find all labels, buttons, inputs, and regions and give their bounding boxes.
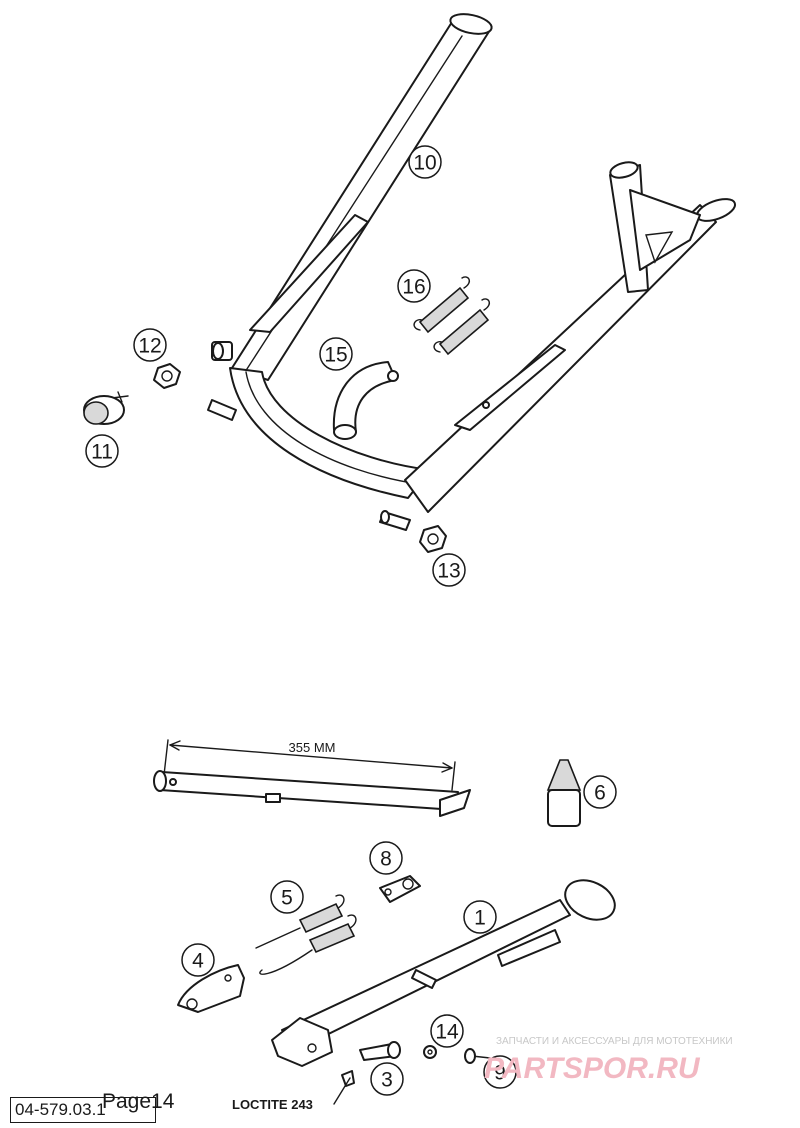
watermark-logo: PARTSPOR.RU: [484, 1052, 701, 1085]
springs-5: [255, 894, 357, 975]
bracket-4: [177, 964, 245, 1013]
center-stand-assembly: [207, 13, 737, 531]
bracket-15: [332, 361, 399, 440]
watermark-tagline: ЗАПЧАСТИ И АКСЕССУАРЫ ДЛЯ МОТОТЕХНИКИ: [496, 1036, 733, 1047]
callout-13: 13: [432, 553, 466, 587]
callout-8: 8: [369, 841, 403, 875]
svg-text:13: 13: [437, 560, 460, 583]
callout-5: 5: [270, 880, 304, 914]
svg-text:6: 6: [594, 782, 606, 805]
callout-4: 4: [181, 943, 215, 977]
plate-8: [379, 875, 421, 903]
svg-text:8: 8: [380, 848, 392, 871]
callout-3: 3: [370, 1062, 404, 1096]
svg-text:11: 11: [91, 441, 113, 464]
svg-text:5: 5: [281, 887, 293, 910]
washer-14: [423, 1045, 437, 1059]
callout-12: 12: [133, 328, 167, 362]
callout-9: 9: [483, 1055, 517, 1089]
screw-9: [464, 1048, 491, 1064]
loctite-leader: [333, 1077, 351, 1105]
svg-text:1: 1: [474, 907, 486, 930]
svg-text:10: 10: [413, 152, 436, 175]
document-code: 04-579.03.1: [10, 1097, 156, 1123]
svg-text:14: 14: [435, 1021, 459, 1044]
callout-14: 14: [430, 1014, 464, 1048]
dimension-label: 355 MM: [289, 740, 336, 755]
hex-nut-13: [419, 525, 447, 553]
svg-text:15: 15: [324, 344, 347, 367]
callout-16: 16: [397, 269, 431, 303]
loctite-label: LOCTITE 243: [232, 1097, 313, 1112]
bolt-3: [341, 1041, 401, 1087]
callout-6: 6: [583, 775, 617, 809]
springs-16: [413, 276, 491, 356]
grease-tube: [546, 759, 582, 827]
svg-text:4: 4: [192, 950, 204, 973]
callout-1: 1: [463, 900, 497, 934]
svg-text:12: 12: [138, 335, 161, 358]
svg-text:16: 16: [402, 276, 425, 299]
svg-text:3: 3: [381, 1069, 393, 1092]
svg-text:9: 9: [494, 1062, 506, 1085]
callout-15: 15: [319, 337, 353, 371]
side-stand-dimension-view: [153, 739, 471, 817]
rubber-buffer: [83, 391, 129, 425]
callout-10: 10: [408, 145, 442, 179]
side-stand: [271, 879, 616, 1067]
callout-11: 11: [85, 434, 119, 468]
page-number: Page14: [102, 1090, 175, 1113]
hex-nut-12: [153, 363, 181, 389]
